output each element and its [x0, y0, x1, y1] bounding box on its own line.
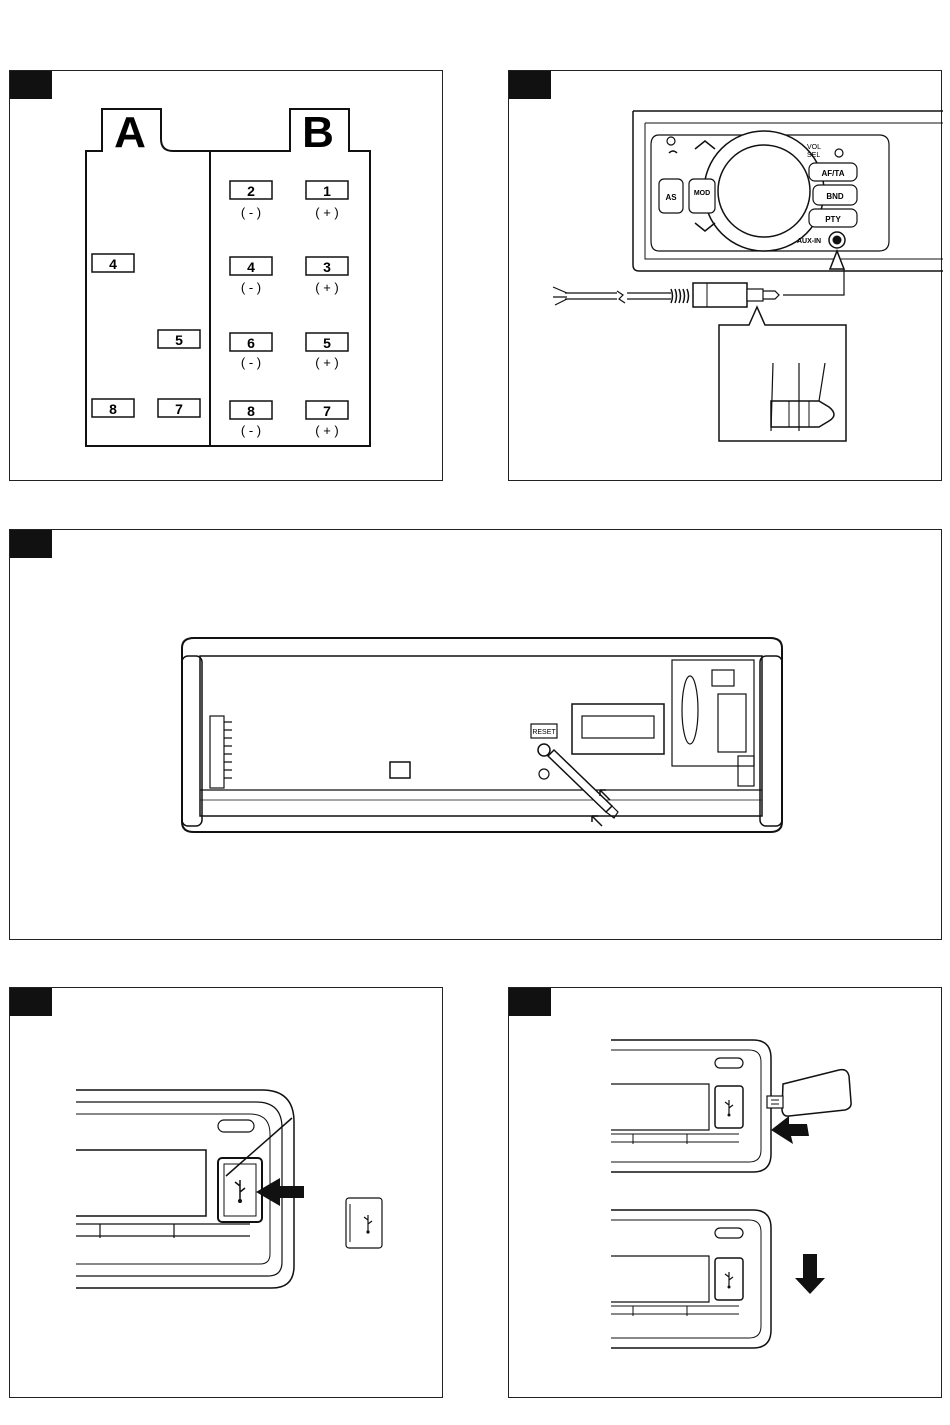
arrow-icon	[771, 1116, 809, 1144]
a-pin-label: 7	[175, 401, 183, 417]
b-pin-label: 4	[247, 259, 255, 275]
power-icon	[667, 137, 675, 145]
bnd-button-label: BND	[826, 192, 844, 201]
b-pin-polarity: ( + )	[315, 205, 338, 220]
vol-label: VOL	[807, 144, 821, 151]
chevron-up-icon	[695, 141, 715, 149]
panel-usb-insert	[508, 987, 942, 1398]
connector-a-letter: A	[114, 108, 146, 157]
b-pin-label: 7	[323, 403, 331, 419]
arrow-icon	[592, 816, 602, 826]
b-pin-polarity: ( + )	[315, 423, 338, 438]
connector-diagram: A B 4 5 8 7 2 ( - ) 1 ( + ) 4 ( - ) 3 ( …	[10, 71, 444, 482]
b-pin-label: 5	[323, 335, 331, 351]
a-pin-label: 8	[109, 401, 117, 417]
figure-tag	[509, 71, 551, 99]
usb-insert-diagram	[509, 988, 943, 1399]
b-pin-polarity: ( + )	[315, 280, 338, 295]
figure-tag	[509, 988, 551, 1016]
aux-in-diagram: AS MOD VOL SEL AF/TA BND PTY AUX-IN	[509, 71, 943, 482]
b-pin-label: 2	[247, 183, 255, 199]
a-pin-label: 5	[175, 332, 183, 348]
b-pin-label: 6	[247, 335, 255, 351]
b-pin-polarity: ( + )	[315, 355, 338, 370]
sel-label: SEL	[807, 152, 820, 159]
pen-tool	[548, 750, 612, 812]
arrow-icon	[830, 251, 844, 269]
aux-in-label: AUX-IN	[797, 238, 821, 245]
panel-connectors: A B 4 5 8 7 2 ( - ) 1 ( + ) 4 ( - ) 3 ( …	[9, 70, 443, 481]
b-pin-polarity: ( - )	[241, 205, 261, 220]
arrow-icon	[256, 1178, 304, 1206]
reset-button[interactable]	[538, 744, 550, 756]
chevron-down-icon	[695, 223, 715, 231]
b-pin-polarity: ( - )	[241, 280, 261, 295]
figure-tag	[10, 71, 52, 99]
reset-label: RESET	[532, 729, 556, 736]
connector-b-letter: B	[302, 108, 334, 157]
b-pin-label: 1	[323, 183, 331, 199]
phone-icon	[669, 151, 677, 153]
usb-cover	[346, 1198, 382, 1248]
as-button-label: AS	[665, 193, 677, 202]
pty-button-label: PTY	[825, 215, 841, 224]
figure-tag	[10, 530, 52, 558]
mod-button-label: MOD	[694, 190, 710, 197]
figure-tag	[10, 988, 52, 1016]
b-pin-polarity: ( - )	[241, 355, 261, 370]
panel-usb-port	[9, 987, 443, 1398]
usb-stick	[767, 1070, 851, 1117]
panel-aux-in: AS MOD VOL SEL AF/TA BND PTY AUX-IN	[508, 70, 942, 481]
a-pin-label: 4	[109, 256, 117, 272]
b-pin-label: 3	[323, 259, 331, 275]
b-pin-polarity: ( - )	[241, 423, 261, 438]
arrow-icon	[795, 1254, 825, 1294]
reset-diagram: RESET	[10, 530, 943, 941]
usb-port-diagram	[10, 988, 444, 1399]
b-pin-label: 8	[247, 403, 255, 419]
panel-reset: RESET	[9, 529, 942, 940]
af-ta-button-label: AF/TA	[822, 169, 845, 178]
